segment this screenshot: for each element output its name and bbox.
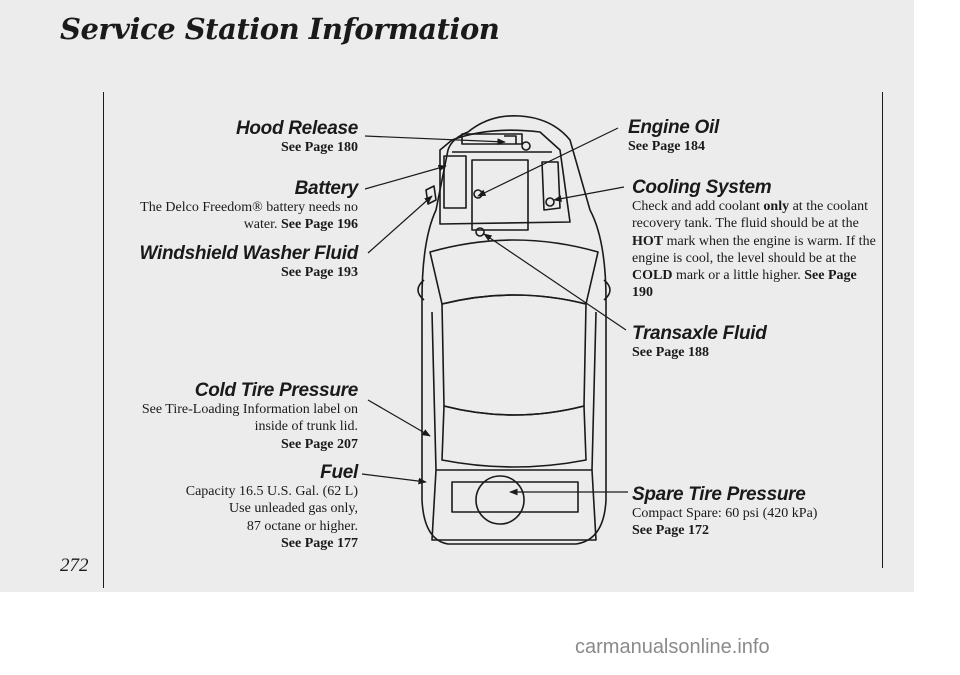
washer-reservoir bbox=[425, 185, 437, 205]
engine-oil-heading: Engine Oil bbox=[628, 117, 719, 138]
hood-release-callout: Hood Release See Page 180 bbox=[98, 118, 358, 156]
transaxle-heading: Transaxle Fluid bbox=[632, 323, 767, 344]
battery-callout: Battery The Delco Freedom® battery needs… bbox=[128, 178, 358, 234]
spare-tire-text: Compact Spare: 60 psi (420 kPa) bbox=[632, 506, 818, 521]
fuel-ref: See Page 177 bbox=[281, 535, 358, 551]
spare-tire-ref: See Page 172 bbox=[632, 523, 709, 539]
cold-tire-text: See Tire-Loading Information label on in… bbox=[141, 402, 358, 435]
hood-outline bbox=[439, 129, 571, 225]
cooling-text-2: at the coolant recovery tank. The fluid … bbox=[632, 199, 869, 232]
engine-oil-leader bbox=[477, 127, 619, 197]
battery-heading: Battery bbox=[294, 178, 359, 199]
page-number: 272 bbox=[60, 555, 89, 576]
manual-page: Service Station Information 272 bbox=[0, 0, 914, 592]
spare-tire-callout: Spare Tire Pressure Compact Spare: 60 ps… bbox=[632, 484, 878, 540]
fuel-heading: Fuel bbox=[320, 462, 358, 483]
fuel-callout: Fuel Capacity 16.5 U.S. Gal. (62 L) Use … bbox=[118, 462, 359, 552]
transaxle-callout: Transaxle Fluid See Page 188 bbox=[632, 323, 872, 361]
transaxle-ref: See Page 188 bbox=[632, 345, 709, 360]
hood-release-heading: Hood Release bbox=[235, 118, 358, 139]
cooling-text-3: mark when the engine is warm. If the eng… bbox=[632, 233, 876, 266]
cooling-text-1: Check and add coolant bbox=[632, 199, 760, 214]
rear-window bbox=[441, 405, 587, 468]
roof bbox=[441, 294, 587, 416]
left-margin-rule bbox=[103, 92, 104, 588]
transaxle-leader bbox=[483, 233, 627, 331]
battery-ref: See Page 196 bbox=[281, 217, 358, 233]
battery-text: The Delco Freedom® battery needs no wate… bbox=[128, 199, 358, 234]
cooling-system-callout: Cooling System Check and add coolant onl… bbox=[632, 177, 878, 302]
cooling-leader bbox=[553, 186, 625, 202]
hood-release-ref: See Page 180 bbox=[281, 140, 358, 155]
trunk-lid bbox=[431, 469, 597, 541]
watermark-url: carmanualsonline.info bbox=[575, 636, 770, 658]
fuel-capacity: Capacity 16.5 U.S. Gal. (62 L) bbox=[185, 484, 358, 499]
coolant-tank bbox=[541, 161, 561, 211]
hood-release-leader bbox=[364, 135, 506, 146]
cooling-emph-hot: HOT bbox=[632, 233, 664, 249]
car-top-view-diagram bbox=[361, 115, 628, 545]
fuel-octane: 87 octane or higher. bbox=[246, 518, 358, 534]
battery-shape bbox=[443, 155, 467, 209]
washer-fluid-ref: See Page 193 bbox=[281, 265, 358, 280]
battery-leader bbox=[364, 164, 447, 190]
fuel-leader bbox=[361, 473, 427, 485]
washer-fluid-heading: Windshield Washer Fluid bbox=[139, 243, 359, 264]
cold-tire-ref: See Page 207 bbox=[281, 436, 358, 452]
page-title: Service Station Information bbox=[60, 12, 500, 46]
spare-tire bbox=[475, 475, 525, 525]
cold-tire-callout: Cold Tire Pressure See Tire-Loading Info… bbox=[138, 380, 358, 453]
engine-oil-ref: See Page 184 bbox=[628, 139, 705, 154]
cold-tire-heading: Cold Tire Pressure bbox=[194, 380, 359, 401]
right-margin-rule bbox=[882, 92, 883, 568]
cooling-text-4: mark or a little higher. bbox=[675, 268, 801, 284]
cooling-emph-only: only bbox=[763, 199, 790, 214]
engine-oil-callout: Engine Oil See Page 184 bbox=[628, 117, 868, 155]
engine-block bbox=[471, 159, 529, 231]
spare-tire-heading: Spare Tire Pressure bbox=[632, 484, 806, 505]
cold-tire-leader bbox=[367, 399, 431, 437]
washer-fluid-callout: Windshield Washer Fluid See Page 193 bbox=[98, 243, 359, 281]
cooling-system-heading: Cooling System bbox=[632, 177, 772, 198]
cooling-system-text: Check and add coolant only at the coolan… bbox=[632, 198, 878, 302]
cooling-emph-cold: COLD bbox=[632, 268, 673, 284]
cooling-system-ref: See Page 190 bbox=[632, 268, 857, 301]
battery-description: The Delco Freedom® battery needs no wate… bbox=[140, 200, 358, 233]
washer-leader bbox=[367, 195, 433, 254]
fuel-type: Use unleaded gas only, bbox=[229, 501, 358, 517]
